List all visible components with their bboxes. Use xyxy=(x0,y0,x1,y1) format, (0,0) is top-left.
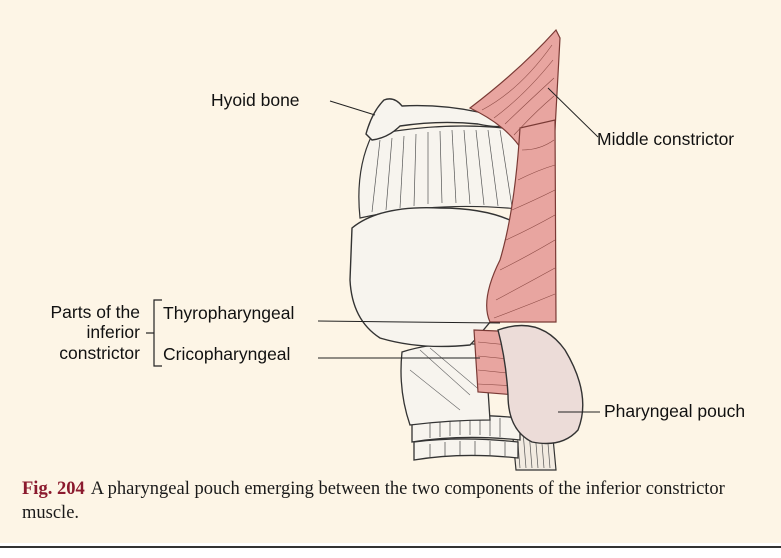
parts-of-inferior-label-line3: constrictor xyxy=(0,343,140,363)
thyrohyoid-membrane xyxy=(359,126,528,218)
thyropharyngeal-label: Thyropharyngeal xyxy=(163,303,294,323)
inferior-constrictor-bracket xyxy=(146,300,162,366)
parts-of-inferior-label-line1: Parts of the xyxy=(0,302,140,322)
pharynx-illustration xyxy=(0,0,781,543)
middle-constrictor-label: Middle constrictor xyxy=(597,129,734,149)
bottom-rule xyxy=(0,546,781,548)
caption-text: A pharyngeal pouch emerging between the … xyxy=(22,479,725,523)
figure-number: Fig. 204 xyxy=(22,479,85,499)
cricopharyngeal-label: Cricopharyngeal xyxy=(163,344,290,364)
pharyngeal-pouch-label: Pharyngeal pouch xyxy=(604,401,745,421)
hyoid-bone-label: Hyoid bone xyxy=(211,90,300,110)
parts-of-inferior-label-line2: inferior xyxy=(0,322,140,342)
